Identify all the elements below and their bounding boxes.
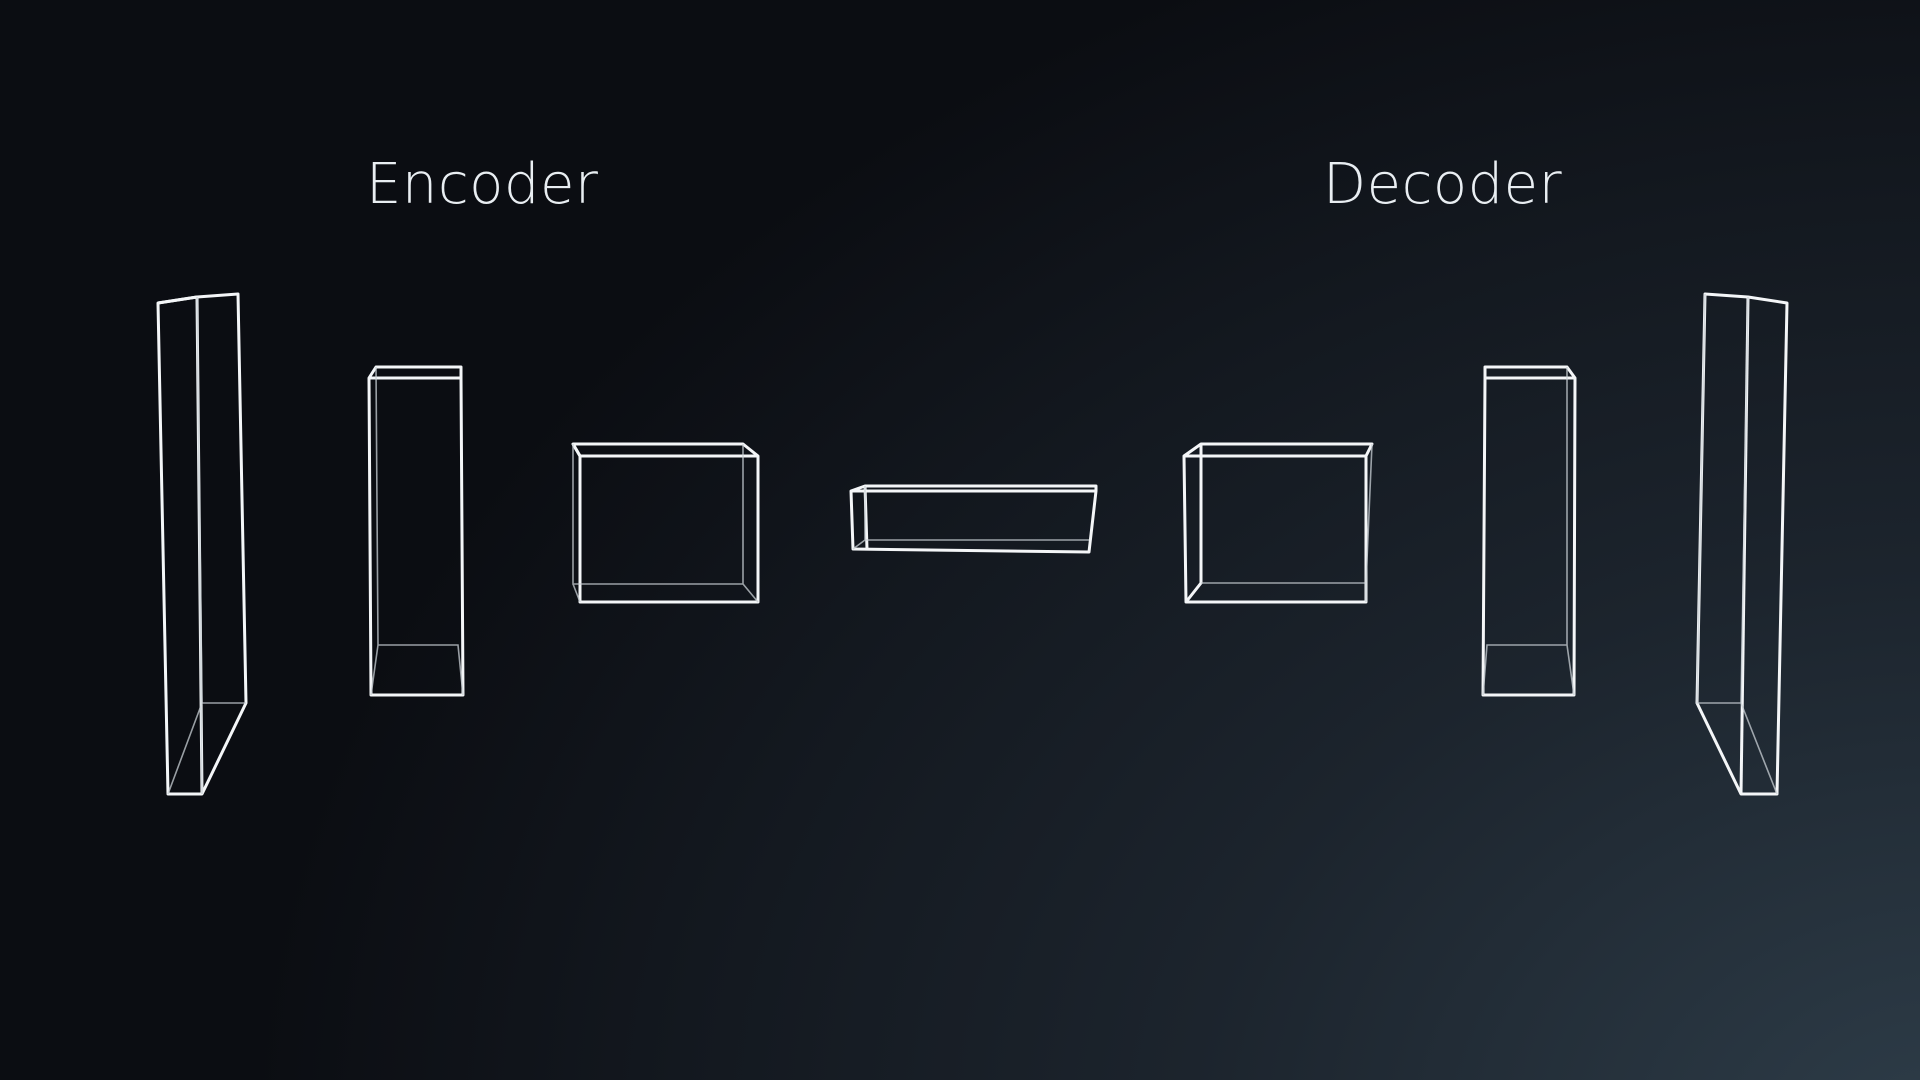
encoder-layer-3 (571, 442, 760, 604)
encoder-layer-1 (156, 292, 248, 796)
decoder-layer-1 (1695, 292, 1789, 796)
decoder-title: Decoder (1323, 152, 1563, 217)
decoder-layer-3 (1182, 442, 1374, 604)
encoder-layer-2 (367, 365, 465, 697)
encoder-title: Encoder (366, 152, 599, 217)
decoder-layer-2 (1481, 365, 1577, 697)
latent-layer (849, 484, 1098, 554)
